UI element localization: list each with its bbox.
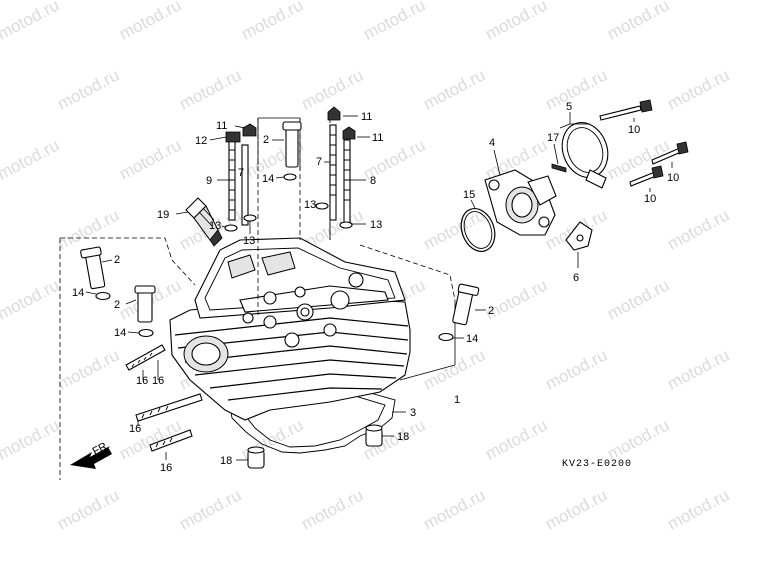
part-labels: 11 12 9 13 13 19 2 7 14 11 11 7 8 13 13 …	[72, 101, 679, 474]
label-14-left-a: 14	[72, 287, 84, 299]
cylinder-head-body	[59, 118, 456, 480]
long-studs	[125, 344, 203, 452]
dowel-sleeve-right	[438, 283, 480, 342]
collars	[247, 424, 383, 469]
label-9: 9	[206, 175, 212, 187]
dowel-top	[282, 121, 302, 181]
label-2-right: 2	[488, 305, 494, 317]
label-19: 19	[157, 209, 169, 221]
label-14-left-b: 14	[114, 327, 126, 339]
label-2-left-a: 2	[114, 254, 120, 266]
label-16-b: 16	[152, 375, 164, 387]
label-8: 8	[370, 175, 376, 187]
mounting-bracket	[565, 221, 593, 251]
label-16-c: 16	[129, 423, 141, 435]
label-6: 6	[573, 272, 579, 284]
clamp-band	[551, 122, 609, 189]
label-12: 12	[195, 135, 207, 147]
carburetor-insulator	[484, 169, 557, 236]
label-18-right: 18	[397, 431, 409, 443]
label-2-left-b: 2	[114, 299, 120, 311]
label-11-right-top: 11	[361, 111, 372, 123]
label-7-left: 7	[238, 167, 244, 179]
label-18-left: 18	[220, 455, 232, 467]
label-10-bottom: 10	[644, 193, 656, 205]
leader-lines	[85, 112, 673, 461]
label-17: 17	[547, 132, 559, 144]
label-16-a: 16	[136, 375, 148, 387]
label-10-right: 10	[667, 172, 679, 184]
label-13-right-b: 13	[370, 219, 382, 231]
label-2-top: 2	[263, 134, 269, 146]
flange-bolts	[599, 99, 689, 187]
label-4: 4	[489, 137, 495, 149]
label-13-right-a: 13	[304, 199, 316, 211]
label-5: 5	[566, 101, 572, 113]
label-13-under: 13	[243, 235, 255, 247]
label-1: 1	[454, 394, 460, 406]
label-14-top: 14	[262, 173, 274, 185]
dowel-sleeves-left	[80, 246, 156, 338]
label-14-right: 14	[466, 333, 478, 345]
diagram-code: KV23-E0200	[562, 459, 632, 470]
label-15: 15	[463, 189, 475, 201]
stud-bolts	[224, 106, 356, 232]
label-3: 3	[410, 407, 416, 419]
label-16-d: 16	[160, 462, 172, 474]
spark-plug	[185, 197, 223, 247]
o-ring	[460, 208, 496, 252]
label-7-right: 7	[316, 156, 322, 168]
label-10-top: 10	[628, 124, 640, 136]
label-11-right: 11	[372, 132, 383, 144]
front-direction-arrow: FR.	[70, 439, 112, 469]
label-11-left: 11	[216, 120, 227, 132]
label-13-left: 13	[209, 220, 221, 232]
